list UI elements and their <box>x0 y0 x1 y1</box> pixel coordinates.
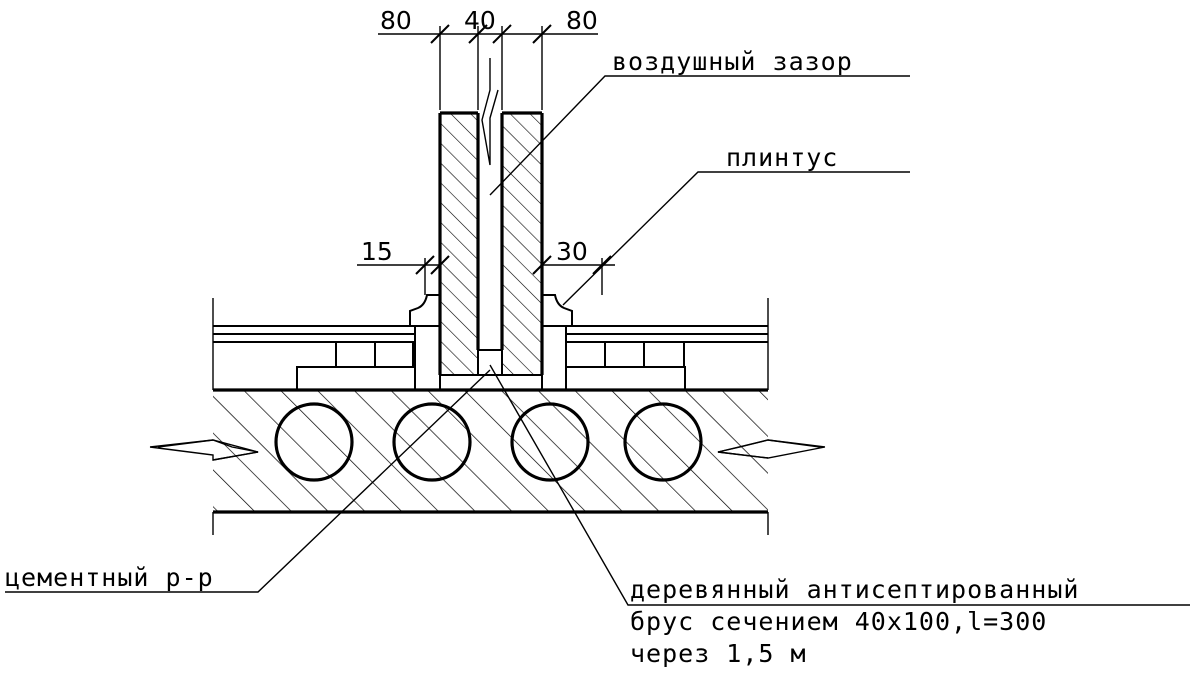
svg-text:цементный р-р: цементный р-р <box>5 563 214 592</box>
floor-buildup-right <box>565 298 769 391</box>
svg-text:брус сечением 40х100,l=300: брус сечением 40х100,l=300 <box>630 607 1047 636</box>
wall-sheathing-left <box>414 325 441 391</box>
svg-text:через 1,5 м: через 1,5 м <box>630 639 807 668</box>
dimension-top: 80 40 80 <box>378 6 598 110</box>
wooden-beam <box>477 349 503 376</box>
svg-text:плинтус: плинтус <box>726 143 838 172</box>
slab-void-2 <box>392 402 472 482</box>
dim-top-right: 80 <box>566 6 598 35</box>
slab-void-3 <box>510 402 590 482</box>
slab-void-1 <box>274 402 354 482</box>
label-wooden-beam: деревянный антисептированный брус сечени… <box>489 364 1190 668</box>
svg-text:воздушный зазор: воздушный зазор <box>612 47 853 76</box>
dim-top-left: 80 <box>380 6 412 35</box>
air-gap-break-symbol <box>481 58 499 166</box>
dim-low-right: 30 <box>556 237 588 266</box>
svg-text:деревянный антисептированный: деревянный антисептированный <box>630 575 1079 604</box>
dim-top-mid: 40 <box>464 6 496 35</box>
baseboard-left <box>409 294 441 327</box>
label-air-gap: воздушный зазор <box>489 47 910 196</box>
cement-mortar-bed <box>439 374 543 391</box>
label-baseboard: плинтус <box>562 143 910 306</box>
floor-buildup-left <box>212 298 416 391</box>
wall-sheathing-right <box>541 325 567 391</box>
dim-low-left: 15 <box>361 237 393 266</box>
baseboard-right <box>541 294 573 327</box>
dimension-lower: 15 30 <box>357 237 615 295</box>
label-cement: цементный р-р <box>5 369 491 593</box>
slab-void-4 <box>623 402 703 482</box>
partition-wall <box>438 58 544 391</box>
hollow-core-slab <box>149 388 826 535</box>
